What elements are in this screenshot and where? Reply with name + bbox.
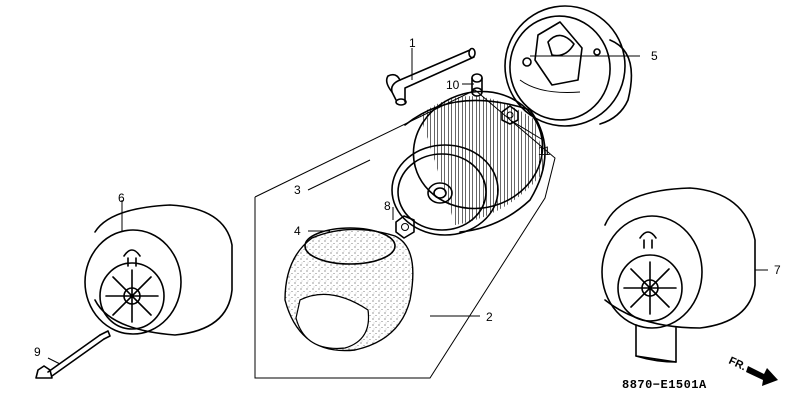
- callout-9: 9: [34, 345, 41, 359]
- callout-10: 10: [446, 78, 460, 92]
- nut-part-8: [395, 215, 415, 239]
- callout-7: 7: [774, 263, 781, 277]
- air-cleaner-case-part: [504, 5, 633, 127]
- assembly-bracket-outline: [254, 89, 556, 379]
- cover-part-6: [84, 204, 233, 336]
- tube-part: [385, 47, 476, 106]
- drawing-code: 8870−E1501A: [622, 378, 707, 392]
- callout-1: 1: [409, 36, 416, 50]
- leader-lines: [47, 48, 768, 365]
- callout-6: 6: [118, 191, 125, 205]
- cover-part-7: [601, 187, 756, 363]
- callout-8: 8: [384, 199, 391, 213]
- front-direction-indicator: FR.: [727, 355, 778, 386]
- callout-4: 4: [294, 224, 301, 238]
- callout-5: 5: [651, 49, 658, 63]
- front-arrow-icon: [746, 366, 778, 386]
- foam-element-part: [284, 227, 414, 352]
- callout-labels: 1 2 3 4 5 6 7 8 9 10 11: [34, 36, 781, 359]
- callout-11: 11: [538, 144, 551, 158]
- air-cleaner-element-part: [391, 90, 546, 236]
- wing-bolt-part: [35, 330, 111, 379]
- callout-3: 3: [294, 183, 301, 197]
- front-direction-label: FR.: [727, 355, 748, 373]
- callout-2: 2: [486, 310, 493, 324]
